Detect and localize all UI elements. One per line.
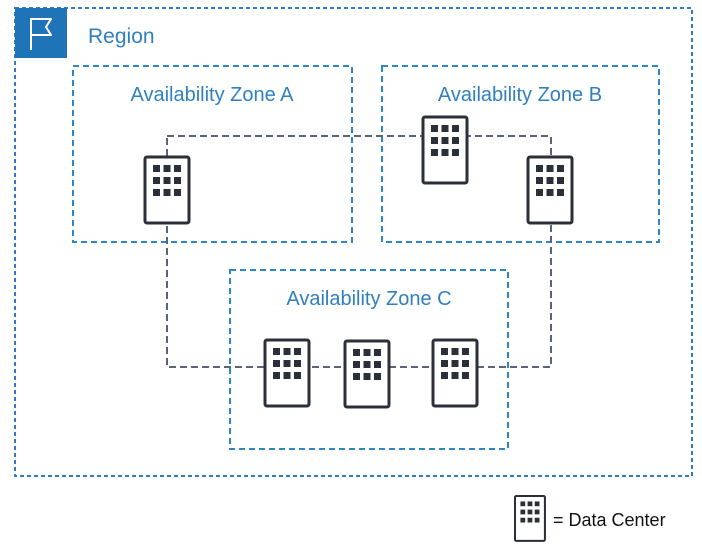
region-boundary xyxy=(14,7,693,477)
availability-zone-a xyxy=(72,65,353,243)
legend-data-center-icon xyxy=(513,494,546,542)
zone-c-label: Availability Zone C xyxy=(286,288,451,310)
inter-az-connection xyxy=(166,135,552,368)
availability-zone-c xyxy=(229,269,509,450)
zone-a-label: Availability Zone A xyxy=(130,84,294,106)
data-center-icon xyxy=(421,115,469,185)
legend: = Data Center xyxy=(513,494,666,542)
zone-b-label: Availability Zone B xyxy=(438,84,602,106)
data-center-icon xyxy=(143,155,191,225)
availability-zone-b xyxy=(381,65,660,243)
region-label: Region xyxy=(88,25,155,48)
data-center-icon xyxy=(431,338,479,408)
legend-label: = Data Center xyxy=(553,510,666,530)
data-center-icon xyxy=(343,339,391,409)
data-center-icon xyxy=(263,338,311,408)
data-center-icon xyxy=(526,155,574,225)
flag-icon xyxy=(15,8,67,58)
